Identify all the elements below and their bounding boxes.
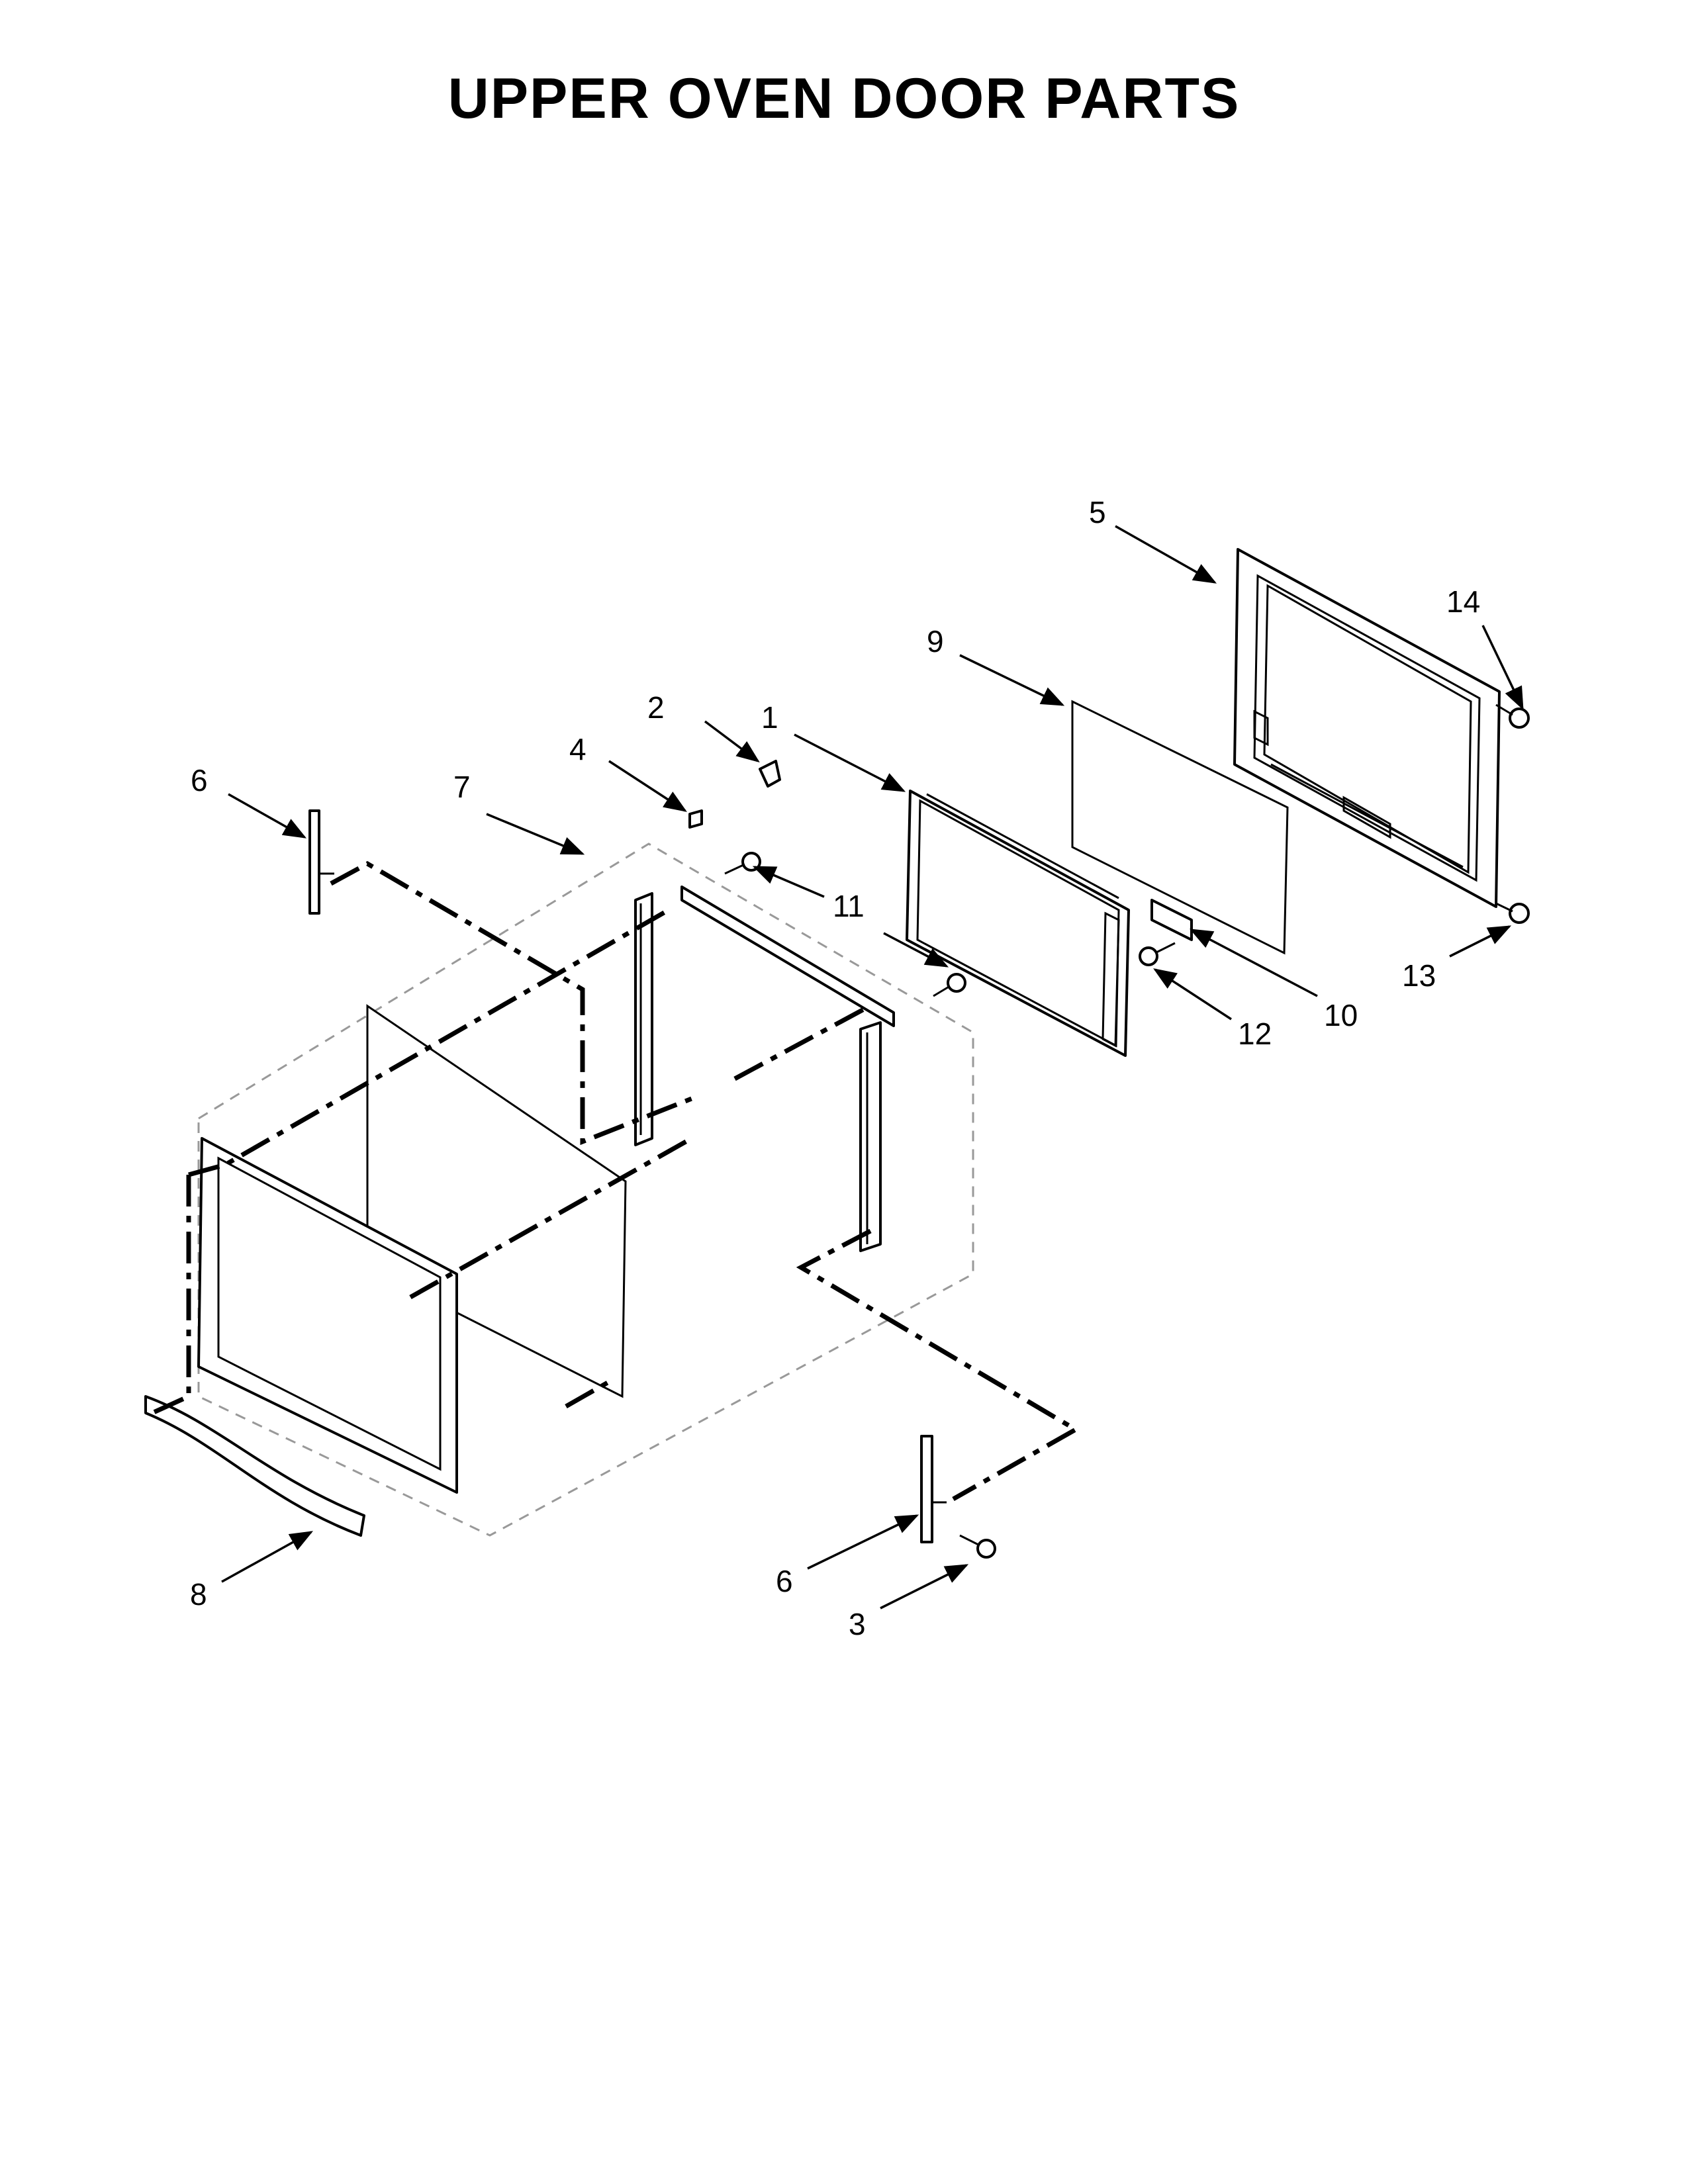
callout-7: 7 <box>453 770 471 804</box>
callout-3: 3 <box>849 1607 866 1641</box>
door-assembly-outline <box>197 842 974 1537</box>
callout-4: 4 <box>569 732 586 766</box>
callout-5: 5 <box>1089 495 1106 529</box>
door-inner-frame-part <box>197 1137 458 1494</box>
callout-10: 10 <box>1324 998 1358 1032</box>
inner-door-panel-part <box>906 790 1130 1057</box>
callout-14: 14 <box>1446 584 1480 619</box>
screw-part-3 <box>959 1534 996 1559</box>
callout-8: 8 <box>190 1577 207 1612</box>
callout-12: 12 <box>1238 1017 1272 1051</box>
hinge-part-upper <box>308 809 334 915</box>
hinge-part-lower <box>920 1435 947 1543</box>
screw-part-12 <box>1139 942 1176 966</box>
screw-part-11-lower <box>933 973 966 997</box>
screw-part-13 <box>1495 902 1530 924</box>
door-side-channels <box>634 886 895 1252</box>
screw-part-14 <box>1495 704 1530 729</box>
callout-2: 2 <box>647 690 665 725</box>
spacer-part <box>688 809 703 829</box>
door-frame-part <box>1233 548 1501 908</box>
callout-numbers: 5 14 9 2 1 4 7 6 11 10 12 13 8 6 3 <box>190 495 1480 1641</box>
bracket-part <box>1150 899 1193 941</box>
callout-9: 9 <box>927 624 944 659</box>
clip-part <box>759 760 781 788</box>
callout-13: 13 <box>1402 958 1436 993</box>
page-title: UPPER OVEN DOOR PARTS <box>447 67 1241 130</box>
callout-6-lower: 6 <box>776 1564 793 1598</box>
callout-11: 11 <box>833 889 865 923</box>
callout-leaders <box>221 525 1524 1610</box>
glass-pane-part <box>1071 700 1289 955</box>
screw-part-11-upper <box>724 852 761 875</box>
door-handle-part <box>144 1395 365 1537</box>
callout-1: 1 <box>761 700 778 735</box>
callout-6-upper: 6 <box>191 763 208 797</box>
alignment-lines <box>151 860 1080 1502</box>
